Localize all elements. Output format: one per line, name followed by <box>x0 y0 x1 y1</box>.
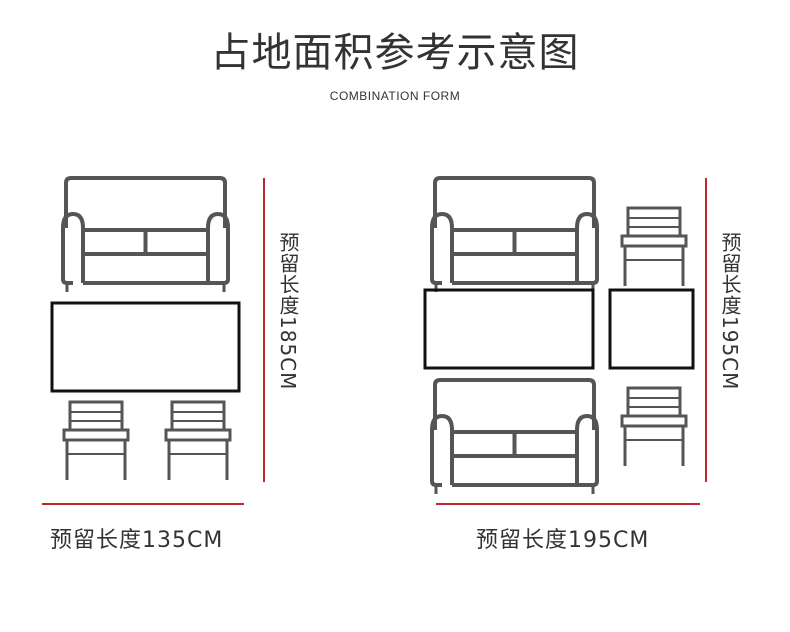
side-table <box>608 288 695 370</box>
right-vertical-label: 预留长度195CM <box>718 232 742 391</box>
page-title: 占地面积参考示意图 <box>210 30 580 76</box>
left-horizontal-label: 预留长度135CM <box>50 528 224 553</box>
chair-icon <box>164 400 232 482</box>
right-horizontal-label: 预留长度195CM <box>476 528 650 553</box>
coffee-table <box>50 301 241 393</box>
coffee-table <box>423 288 595 370</box>
sofa-icon <box>430 378 599 496</box>
page-subtitle: COMBINATION FORM <box>329 89 461 103</box>
right-layout <box>423 176 707 505</box>
sofa-icon <box>61 176 230 294</box>
chair-icon <box>620 206 688 288</box>
left-layout <box>42 176 265 505</box>
left-vertical-label: 预留长度185CM <box>276 232 300 391</box>
chair-icon <box>620 386 688 468</box>
chair-icon <box>62 400 130 482</box>
sofa-icon <box>430 176 599 294</box>
